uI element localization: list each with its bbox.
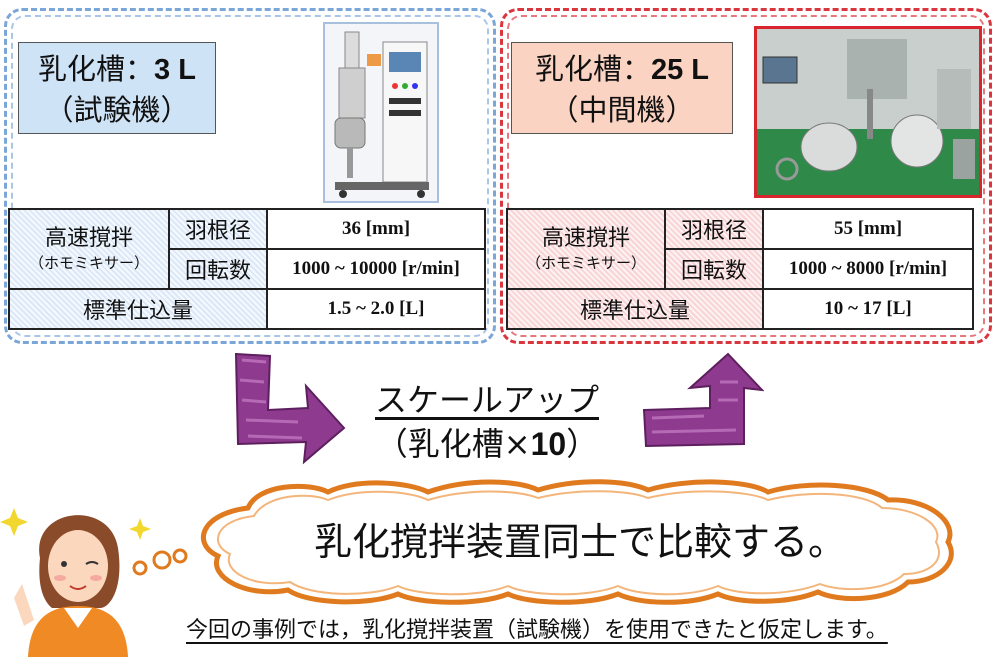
blade-diameter-label: 羽根径 <box>168 208 268 250</box>
sparkle-icon <box>0 508 151 540</box>
scale-up-label: スケールアップ （乳化槽×10） <box>374 381 599 463</box>
test-machine-spec-table: 高速撹拌（ホモミキサー） 羽根径 36 [mm] 回転数 1000 ~ 1000… <box>8 208 486 330</box>
presenter-woman-illustration <box>0 508 188 657</box>
standard-charge-value: 10 ~ 17 [L] <box>762 288 974 330</box>
blade-diameter-label: 羽根径 <box>664 208 764 250</box>
pilot-machine-spec-table: 高速撹拌（ホモミキサー） 羽根径 55 [mm] 回転数 1000 ~ 8000… <box>506 208 974 330</box>
pilot-machine-photo <box>754 26 982 198</box>
scale-up-arrow-left-icon <box>234 352 346 465</box>
rpm-label: 回転数 <box>168 248 268 290</box>
assumption-footnote: 今回の事例では，乳化撹拌装置（試験機）を使用できたと仮定します。 <box>186 618 888 643</box>
comparison-message: 乳化撹拌装置同士で比較する。 <box>313 520 846 564</box>
blade-diameter-value: 36 [mm] <box>266 208 486 250</box>
rpm-value: 1000 ~ 10000 [r/min] <box>266 248 486 290</box>
agitation-category-cell: 高速撹拌（ホモミキサー） <box>8 208 170 290</box>
pilot-machine-panel <box>500 8 992 344</box>
test-machine-photo <box>323 22 439 203</box>
pilot-machine-title: 乳化槽：25 L （中間機） <box>511 42 733 134</box>
rpm-label: 回転数 <box>664 248 764 290</box>
blade-diameter-value: 55 [mm] <box>762 208 974 250</box>
test-machine-title: 乳化槽：3 L （試験機） <box>18 42 216 134</box>
standard-charge-label: 標準仕込量 <box>506 288 764 330</box>
thought-cloud-icon <box>200 479 954 605</box>
standard-charge-label: 標準仕込量 <box>8 288 268 330</box>
scale-up-arrow-right-icon <box>642 352 764 448</box>
agitation-category-cell: 高速撹拌（ホモミキサー） <box>506 208 666 290</box>
test-machine-panel <box>4 8 496 344</box>
standard-charge-value: 1.5 ~ 2.0 [L] <box>266 288 486 330</box>
rpm-value: 1000 ~ 8000 [r/min] <box>762 248 974 290</box>
